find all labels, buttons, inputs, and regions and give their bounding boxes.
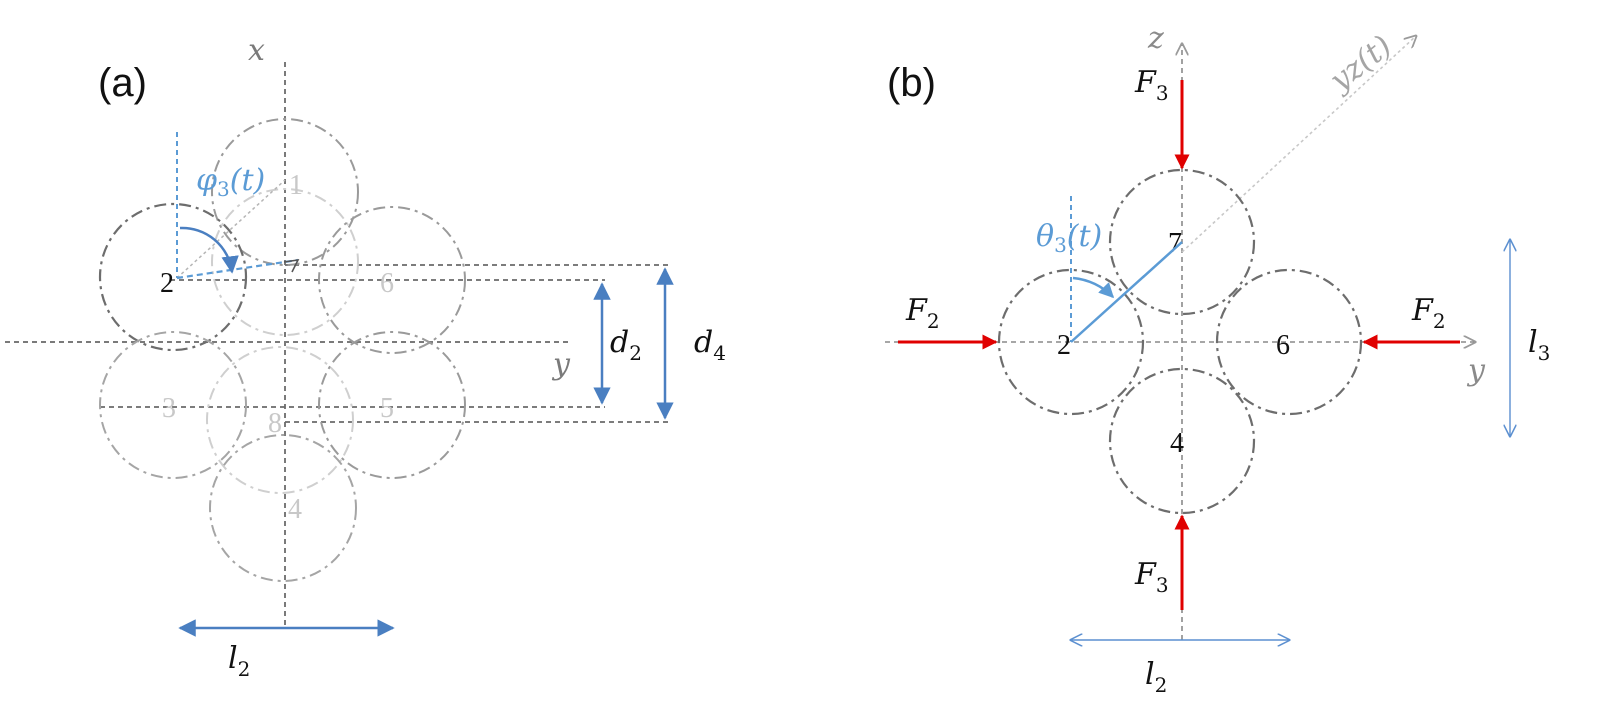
panel-a-axis-x-label: x [248, 33, 265, 68]
f2-right-label: F2 [1411, 293, 1446, 333]
circle-6 [318, 206, 466, 354]
circle-1-number: 1 [289, 170, 303, 201]
panel-a-label: (a) [98, 61, 147, 105]
circle-7 [1108, 168, 1256, 316]
panel-b-axis-yz-label: yz(t) [1322, 29, 1399, 100]
l3-label: l3 [1528, 325, 1550, 365]
circle-8-number: 8 [268, 408, 282, 439]
phi-rotated-line [176, 258, 299, 280]
circle-2-b-number: 2 [1057, 330, 1071, 361]
circle-2-number: 2 [160, 268, 174, 299]
theta-angle-arc [1072, 276, 1115, 299]
circle-4-number: 4 [288, 494, 302, 525]
circle-7-faint [211, 188, 359, 336]
circle-1 [211, 118, 359, 266]
l2-label-a: l2 [228, 641, 250, 681]
circle-4 [209, 434, 357, 582]
d2-label: d2 [610, 325, 642, 365]
circle-3 [99, 331, 247, 479]
panel-a-axis-y-label: y [551, 347, 571, 382]
theta-center-line [1070, 241, 1183, 343]
circle-5 [318, 331, 466, 479]
circle-4-b-number: 4 [1170, 428, 1184, 459]
f3-top-label: F3 [1134, 65, 1169, 105]
circle-2 [98, 202, 248, 352]
phi-diagonal-line [176, 179, 286, 279]
panel-b-axis-z-label: z [1147, 21, 1164, 56]
circle-6-b [1215, 268, 1363, 416]
theta-angle-label: θ3(t) [1036, 219, 1102, 257]
circle-8 [206, 346, 354, 494]
circle-5-number: 5 [380, 393, 394, 424]
panel-b: (b) z y yz(t) 7 2 6 4 θ3(t) F3 F3 F2 F2 [885, 21, 1550, 697]
l2-label-b: l2 [1145, 657, 1167, 697]
circle-3-number: 3 [162, 393, 176, 424]
panel-b-yz-axis [1181, 36, 1416, 253]
panel-b-axis-y-label: y [1466, 353, 1486, 388]
circle-6-number: 6 [380, 268, 394, 299]
circle-4-b [1108, 367, 1256, 515]
phi-angle-arc [179, 226, 239, 274]
f3-bottom-label: F3 [1134, 557, 1169, 597]
phi-angle-label: φ3(t) [196, 163, 265, 201]
circle-2-b [997, 268, 1145, 416]
panel-b-label: (b) [887, 61, 936, 105]
d4-label: d4 [694, 325, 726, 365]
circle-6-b-number: 6 [1276, 330, 1290, 361]
right-angle-mark [283, 258, 300, 273]
panel-a: (a) x y 1 2 6 3 5 8 4 φ3(t) [5, 33, 726, 681]
f2-left-label: F2 [905, 293, 940, 333]
